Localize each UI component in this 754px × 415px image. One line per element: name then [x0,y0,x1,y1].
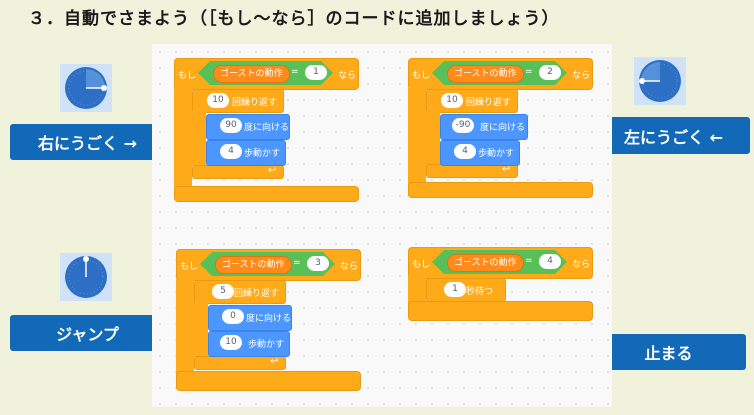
label-move-right: 右にうごく → [10,124,165,160]
var-ghost-action[interactable]: ゴーストの動作 [447,254,524,272]
wait-block[interactable] [426,278,506,302]
label-move-left: 左にうごく ← [597,117,750,154]
compare-value-input[interactable]: 4 [539,254,561,269]
angle-input[interactable]: 0 [222,309,244,324]
compare-value-input[interactable]: 2 [539,65,561,80]
page-heading: ３．自動でさまよう（［もし～なら］のコードに追加しましょう） [28,9,560,29]
repeat-count-input[interactable]: 10 [441,93,463,108]
dial-left-icon [634,57,686,105]
wait-seconds-input[interactable]: 1 [444,282,466,297]
move-block[interactable] [206,140,286,166]
var-ghost-action[interactable]: ゴーストの動作 [215,256,292,274]
compare-value-input[interactable]: 1 [305,65,327,80]
dial-right-icon [60,64,112,112]
if-label: もし [178,71,197,81]
steps-input[interactable]: 4 [454,144,476,159]
steps-input[interactable]: 10 [220,335,242,350]
label-stop: 止まる [591,334,746,370]
var-ghost-action[interactable]: ゴーストの動作 [447,65,524,83]
angle-input[interactable]: 90 [220,118,242,133]
then-label: なら [338,71,357,81]
repeat-block[interactable] [194,280,286,304]
angle-input[interactable]: -90 [452,118,474,133]
dial-up-icon [60,253,112,301]
var-ghost-action[interactable]: ゴーストの動作 [213,65,290,83]
loop-arrow-icon: ↩ [270,356,279,367]
repeat-count-input[interactable]: 5 [212,284,234,299]
repeat-count-input[interactable]: 10 [207,93,229,108]
label-jump: ジャンプ [10,315,165,351]
move-block[interactable] [440,140,520,166]
steps-input[interactable]: 4 [220,144,242,159]
loop-arrow-icon: ↩ [502,164,511,175]
code-canvas: もし ゴーストの動作 = 1 なら 10 回繰り返す 90 度に向ける 4 歩動… [152,44,612,407]
compare-value-input[interactable]: 3 [307,256,329,271]
loop-arrow-icon: ↩ [268,165,277,176]
